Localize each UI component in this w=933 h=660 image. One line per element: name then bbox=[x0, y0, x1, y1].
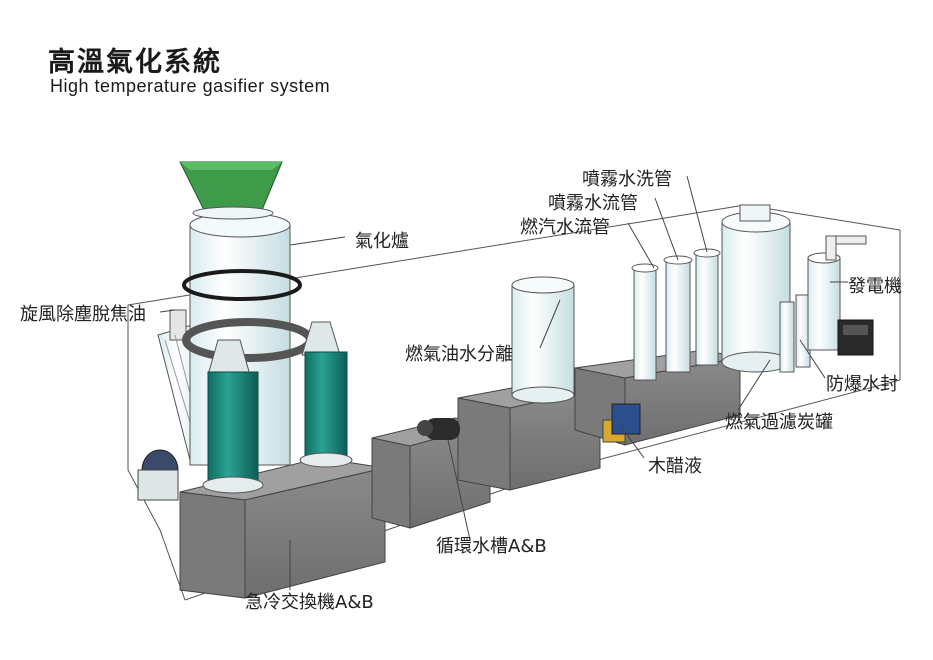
carbon-filter-tank bbox=[721, 204, 791, 373]
leader-lines bbox=[159, 175, 848, 590]
quench-base bbox=[179, 457, 386, 599]
label-quench-exchanger: 急冷交換機A&B bbox=[245, 592, 374, 613]
label-steam-pipe: 燃汽水流管 bbox=[520, 217, 610, 238]
label-gasifier: 氣化爐 bbox=[355, 231, 409, 252]
spray-pipe-2 bbox=[663, 255, 693, 373]
label-cyclone: 旋風除塵脫焦油 bbox=[20, 304, 146, 325]
water-seal-pipes bbox=[779, 294, 811, 373]
label-carbon-filter: 燃氣過濾炭罐 bbox=[725, 412, 833, 433]
label-generator: 發電機 bbox=[848, 276, 902, 297]
page-title: 高溫氣化系統 bbox=[48, 47, 222, 78]
wood-vinegar-pump bbox=[602, 403, 641, 443]
label-wood-vinegar: 木醋液 bbox=[648, 456, 702, 477]
label-water-seal: 防爆水封 bbox=[826, 374, 898, 395]
spray-pipe-3 bbox=[693, 248, 721, 366]
generator-engine bbox=[837, 319, 874, 356]
page-subtitle: High temperature gasifier system bbox=[50, 76, 331, 96]
quench-vessel-b bbox=[299, 321, 353, 468]
circulation-pump bbox=[417, 418, 460, 440]
label-oil-water-separator: 燃氣油水分離 bbox=[405, 344, 513, 365]
blower-left bbox=[137, 449, 179, 501]
label-spray-wash-pipe: 噴霧水洗管 bbox=[582, 169, 672, 190]
quench-vessel-a bbox=[202, 339, 264, 494]
generator-tank bbox=[807, 235, 867, 351]
label-spray-flow-pipe: 噴霧水流管 bbox=[548, 193, 638, 214]
spray-pipe-1 bbox=[631, 263, 659, 381]
label-circulation-tank: 循環水槽A&B bbox=[436, 536, 547, 557]
